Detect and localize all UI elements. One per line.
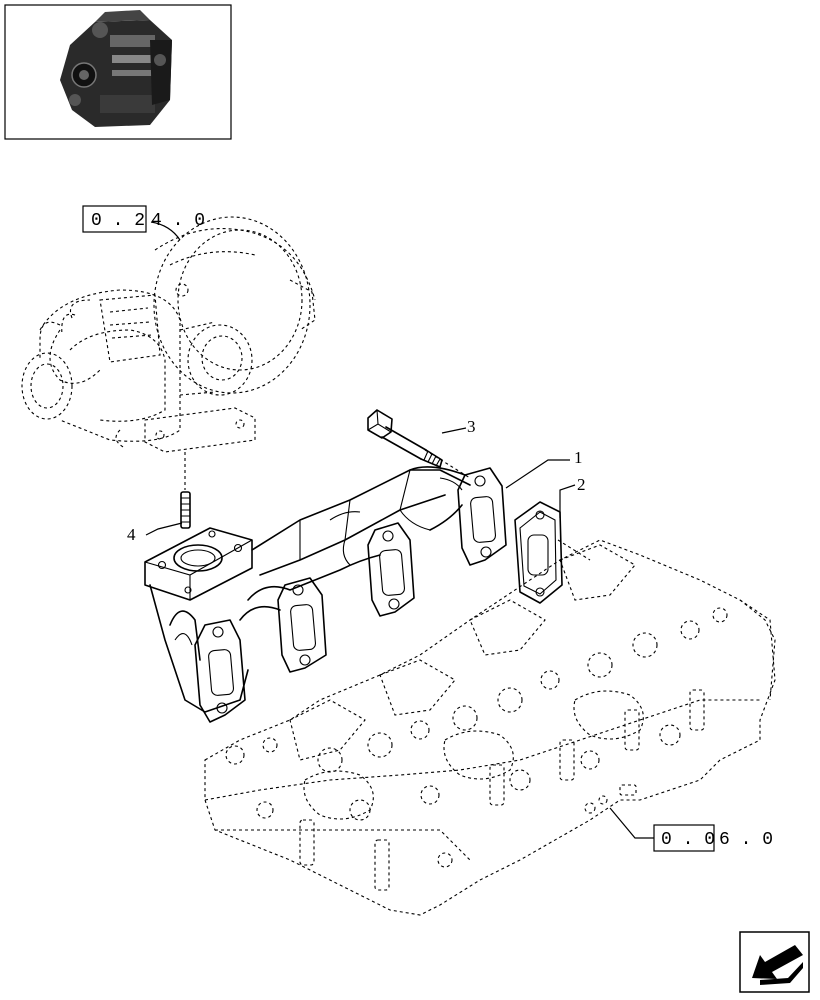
callout-1-leader xyxy=(505,459,570,489)
previous-page-button[interactable] xyxy=(739,931,810,993)
callout-1[interactable]: 1 xyxy=(574,448,583,467)
part-1-exhaust-manifold[interactable] xyxy=(144,466,507,723)
callout-4[interactable]: 4 xyxy=(127,525,136,544)
callout-2[interactable]: 2 xyxy=(577,475,586,494)
gasket-alignment-line xyxy=(557,539,591,561)
turbocharger-reference[interactable]: 0 . 2 4 . 0 xyxy=(82,205,205,241)
engine-thumbnail[interactable] xyxy=(4,4,232,140)
cylinder-head xyxy=(204,539,776,916)
turbocharger-reference-boxed: 0 . 2 xyxy=(91,211,145,231)
cylinder-head-reference-rest: 6 . 0 xyxy=(719,830,773,850)
callout-3[interactable]: 3 xyxy=(467,417,476,436)
cylinder-head-reference-boxed: 0 . 0 xyxy=(661,830,715,850)
callout-3-leader xyxy=(441,427,467,434)
turbocharger xyxy=(21,216,316,453)
callout-4-leader xyxy=(145,522,183,536)
part-2-gasket[interactable] xyxy=(514,501,563,604)
turbocharger-reference-rest: 4 . 0 xyxy=(151,211,205,231)
part-4-stud[interactable] xyxy=(180,491,191,529)
cylinder-head-reference[interactable]: 0 . 0 6 . 0 xyxy=(609,807,773,852)
part-3-flange-bolt[interactable] xyxy=(367,409,443,468)
previous-page-arrow-icon xyxy=(752,945,803,985)
callout-2-leader xyxy=(559,484,576,518)
engine-thumbnail-icon xyxy=(60,10,172,127)
